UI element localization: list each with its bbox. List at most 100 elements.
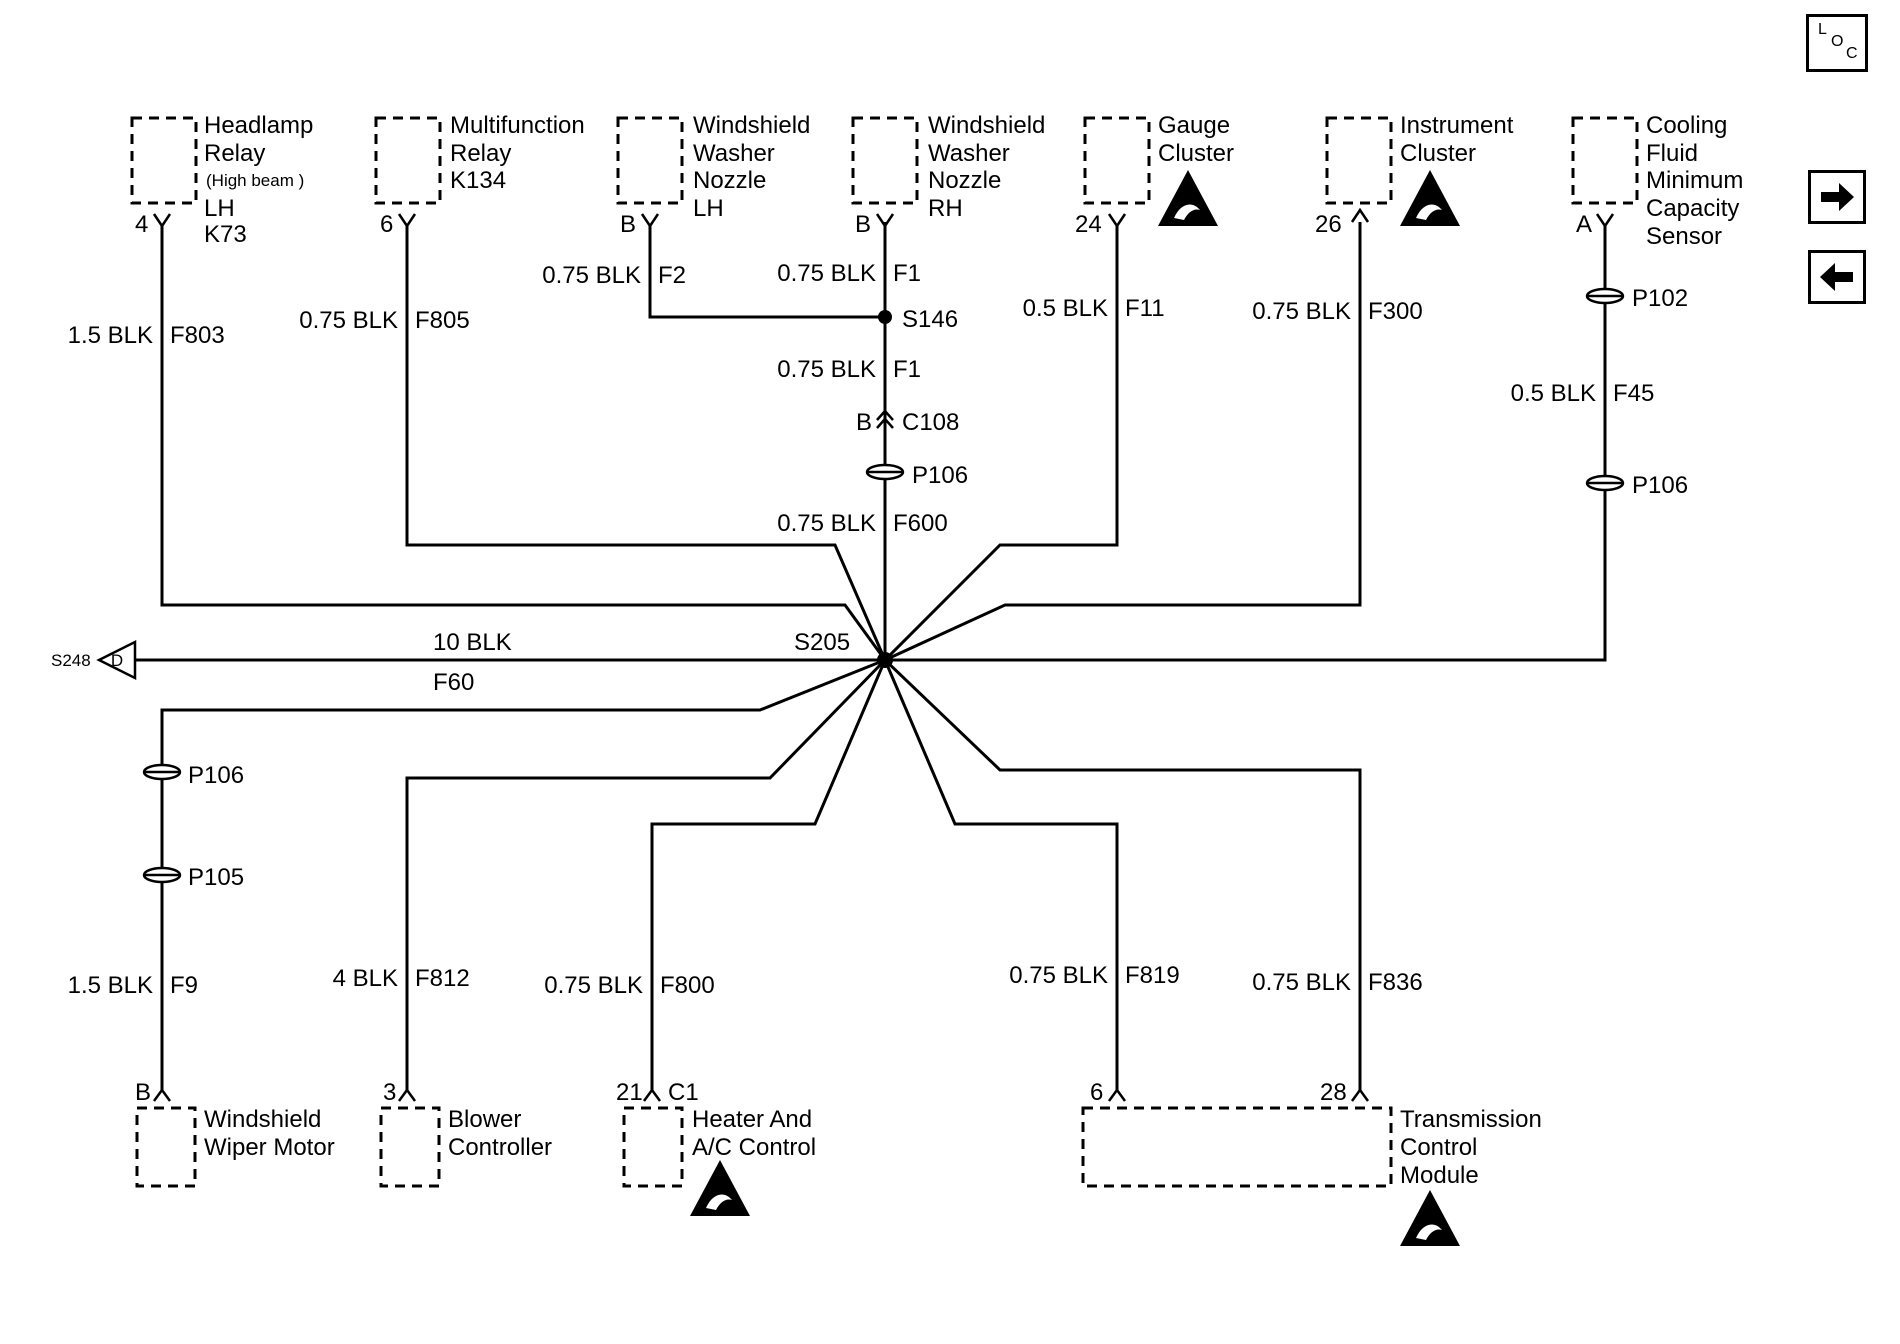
- terminal-heater: [642, 1087, 662, 1102]
- arrow-right-icon: [1821, 183, 1854, 211]
- wiper-motor-box[interactable]: [135, 1106, 197, 1188]
- location-button[interactable]: L O C: [1806, 14, 1868, 72]
- arrow-left-icon: [1820, 263, 1853, 291]
- cooling-fluid-sensor-box[interactable]: [1571, 116, 1639, 205]
- svg-text:Minimum: Minimum: [1646, 167, 1743, 194]
- wire-label-f812: 4 BLK F812: [333, 965, 470, 992]
- inline-connectors: [142, 287, 1625, 884]
- svg-text:Heater And: Heater And: [692, 1106, 812, 1133]
- svg-text:0.75 BLK: 0.75 BLK: [777, 260, 876, 287]
- esd-icons: [690, 170, 1460, 1246]
- p106-left-symbol[interactable]: [142, 763, 182, 781]
- wire-f2[interactable]: [648, 225, 885, 319]
- connector-p105-label: P105: [188, 864, 244, 891]
- c108-chevron-upper: [876, 409, 894, 421]
- headlamp-relay-box[interactable]: [130, 116, 198, 205]
- wire-f11[interactable]: [883, 225, 1119, 662]
- wire-label-f1-bottom: 0.75 BLK F1: [777, 356, 921, 383]
- svg-text:21: 21: [616, 1079, 643, 1106]
- washer-nozzle-lh-box[interactable]: [616, 116, 684, 205]
- terminal-blower: [397, 1087, 417, 1102]
- svg-text:LH: LH: [204, 195, 235, 222]
- forward-button[interactable]: [1808, 170, 1866, 224]
- svg-text:Wiper Motor: Wiper Motor: [204, 1134, 335, 1161]
- splice-s205-dot[interactable]: [877, 652, 893, 668]
- svg-text:K134: K134: [450, 167, 506, 194]
- p102-symbol[interactable]: [1585, 287, 1625, 305]
- terminal-wiper: [152, 1087, 172, 1102]
- tcm-box[interactable]: [1081, 1106, 1393, 1188]
- esd-warning-icon: [1400, 170, 1460, 226]
- connector-p106-mid-label: P106: [912, 462, 968, 489]
- svg-text:Washer: Washer: [693, 140, 775, 167]
- svg-text:0.75 BLK: 0.75 BLK: [777, 356, 876, 383]
- washer-nozzle-rh-label: Windshield Washer Nozzle RH B: [855, 112, 1045, 238]
- cooling-fluid-sensor-label: Cooling Fluid Minimum Capacity Sensor A: [1576, 112, 1743, 250]
- p106-mid-symbol[interactable]: [865, 463, 905, 481]
- wire-f812[interactable]: [405, 658, 887, 1092]
- terminal-headlamp: [152, 213, 172, 229]
- instrument-cluster-box[interactable]: [1325, 116, 1393, 205]
- heater-ac-control-box[interactable]: [622, 1106, 684, 1188]
- c108-chevron-lower: [876, 417, 894, 429]
- s248-triangle[interactable]: [96, 639, 137, 681]
- wire-f803[interactable]: [160, 225, 887, 661]
- pin-terminals: [152, 207, 1615, 1102]
- svg-text:F9: F9: [170, 972, 198, 999]
- splice-s146-label: S146: [902, 306, 958, 333]
- wire-f836[interactable]: [883, 658, 1362, 1092]
- wire-label-f45: 0.5 BLK F45: [1511, 380, 1655, 407]
- esd-warning-icon: [1158, 170, 1218, 226]
- svg-text:F819: F819: [1125, 962, 1180, 989]
- svg-text:10 BLK: 10 BLK: [433, 629, 512, 656]
- wire-f819[interactable]: [883, 659, 1119, 1092]
- svg-text:Control: Control: [1400, 1134, 1477, 1161]
- svg-text:Sensor: Sensor: [1646, 223, 1722, 250]
- svg-text:Nozzle: Nozzle: [928, 167, 1001, 194]
- gauge-cluster-box[interactable]: [1083, 116, 1151, 205]
- svg-text:F836: F836: [1368, 969, 1423, 996]
- svg-text:Windshield: Windshield: [204, 1106, 321, 1133]
- wire-f45[interactable]: [885, 225, 1607, 662]
- svg-text:A: A: [1576, 211, 1592, 238]
- svg-text:1.5 BLK: 1.5 BLK: [68, 972, 153, 999]
- p106-right-symbol[interactable]: [1585, 474, 1625, 492]
- svg-text:(High beam ): (High beam ): [206, 171, 304, 190]
- svg-text:K73: K73: [204, 221, 247, 248]
- splice-s205-label: S205: [794, 629, 850, 656]
- svg-text:P102: P102: [1632, 285, 1688, 312]
- headlamp-relay-label: Headlamp Relay (High beam ) LH K73 4: [135, 112, 313, 248]
- svg-text:F2: F2: [658, 262, 686, 289]
- blower-controller-box[interactable]: [379, 1106, 441, 1188]
- svg-text:Nozzle: Nozzle: [693, 167, 766, 194]
- wire-label-f836: 0.75 BLK F836: [1252, 969, 1422, 996]
- p105-symbol[interactable]: [142, 866, 182, 884]
- svg-text:B: B: [135, 1079, 151, 1106]
- washer-nozzle-rh-box[interactable]: [851, 116, 919, 205]
- svg-text:P106: P106: [188, 762, 244, 789]
- wire-f9[interactable]: [160, 658, 886, 1092]
- wire-label-f300: 0.75 BLK F300: [1252, 298, 1422, 325]
- svg-text:F1: F1: [893, 260, 921, 287]
- svg-text:Relay: Relay: [450, 140, 511, 167]
- svg-text:6: 6: [380, 211, 393, 238]
- svg-text:F45: F45: [1613, 380, 1654, 407]
- back-button[interactable]: [1808, 250, 1866, 304]
- instrument-cluster-label: Instrument Cluster 26: [1315, 112, 1514, 238]
- wire-label-f819: 0.75 BLK F819: [1009, 962, 1179, 989]
- svg-text:0.75 BLK: 0.75 BLK: [777, 510, 876, 537]
- svg-text:LH: LH: [693, 195, 724, 222]
- blower-controller-label: 3 Blower Controller: [383, 1079, 552, 1161]
- svg-text:S248: S248: [51, 651, 91, 670]
- svg-text:3: 3: [383, 1079, 396, 1106]
- splice-s146-dot[interactable]: [878, 310, 892, 324]
- wire-f805[interactable]: [405, 225, 887, 661]
- multifunction-relay-box[interactable]: [374, 116, 442, 205]
- connector-p106-left-label: P106: [188, 762, 244, 789]
- svg-text:24: 24: [1075, 211, 1102, 238]
- connector-c108-label: B C108: [856, 409, 959, 436]
- wire-f300[interactable]: [884, 222, 1362, 662]
- connector-p102-label: P102: [1632, 285, 1688, 312]
- wire-f800[interactable]: [650, 659, 887, 1092]
